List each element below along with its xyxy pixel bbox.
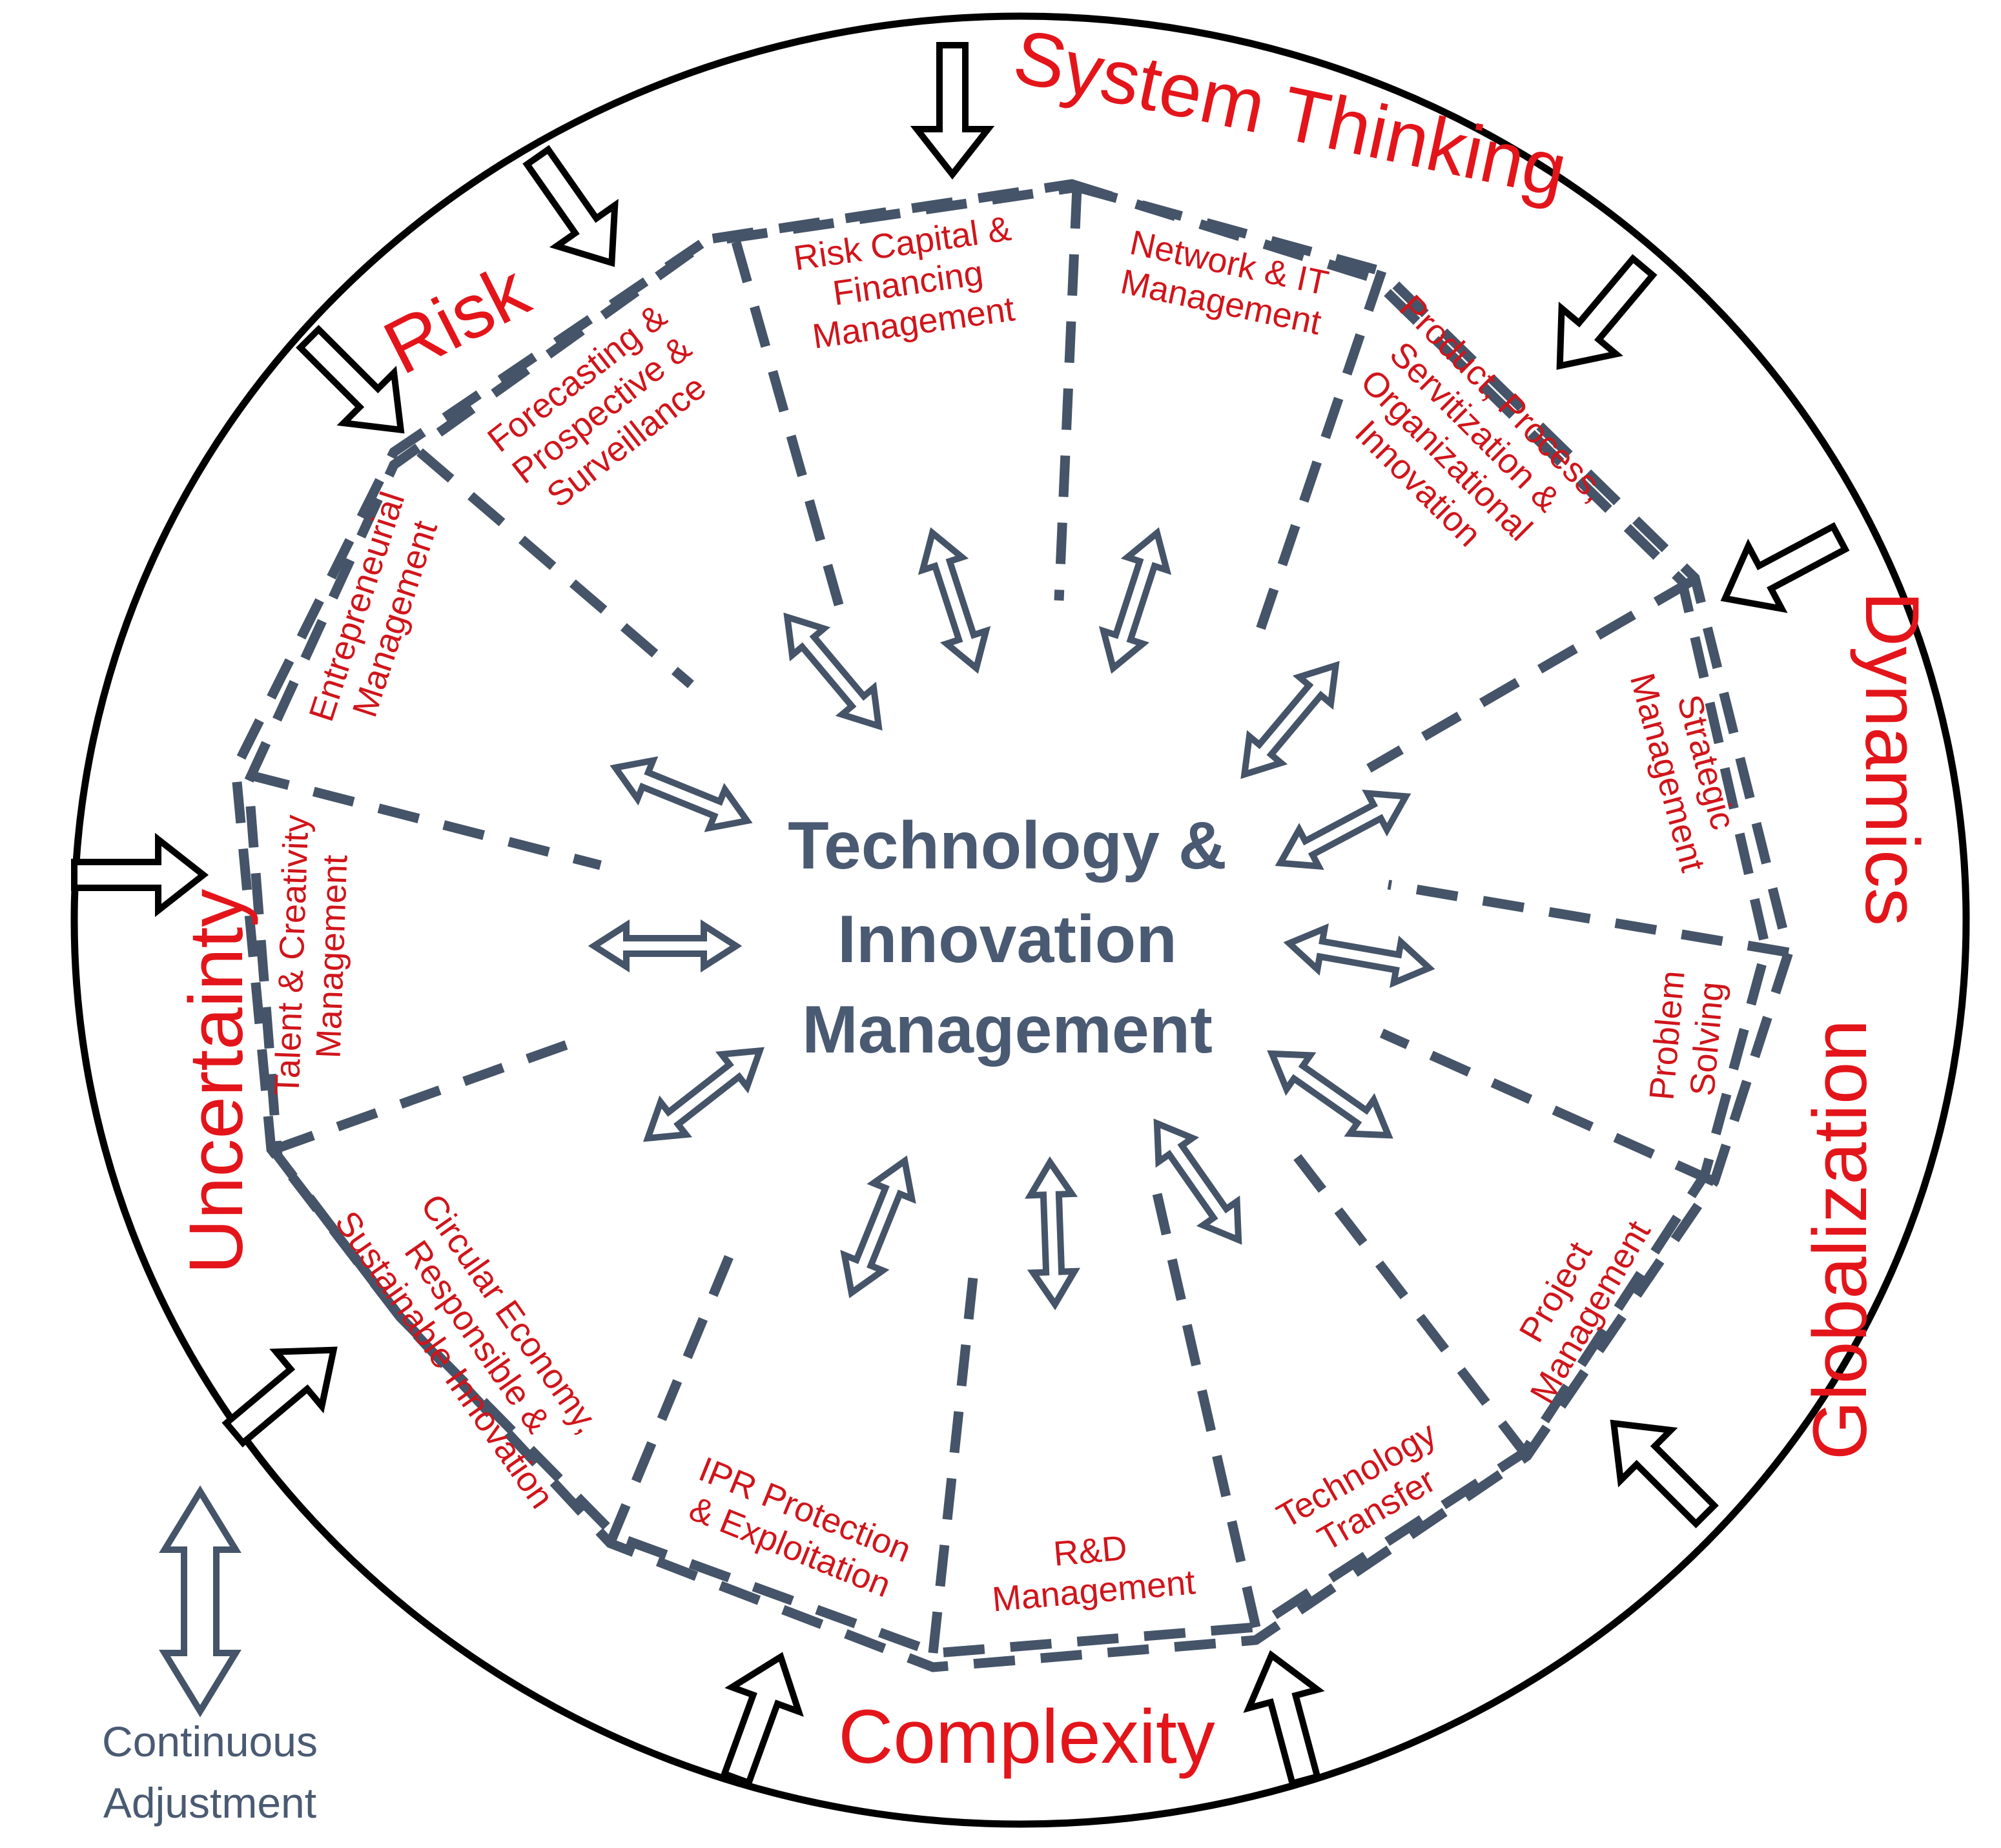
center-title: Technology & Innovation Management (788, 808, 1227, 1067)
segment-risk-capital: Risk Capital & Financing Management (791, 209, 1017, 356)
segment-problem-solving-line-2: Solving (1683, 980, 1731, 1098)
segment-tech-transfer: Technology Transfer (1271, 1414, 1443, 1559)
segment-entrepreneurial: Entrepreneurial Management (302, 488, 445, 726)
outer-forces: System Thinking Risk Dynamics Globalizat… (174, 14, 1934, 1780)
inner-dashed-boundary (231, 182, 1794, 1672)
segment-problem-solving: Problem Solving (1642, 969, 1731, 1102)
continuous-adjustment-line-2: Adjustment (103, 1779, 316, 1827)
force-globalization: Globalization (1798, 1020, 1883, 1460)
force-dynamics: Dynamics (1849, 591, 1934, 926)
segment-ipr: IPR Protection & Exploitation (684, 1450, 916, 1605)
force-system-thinking: System Thinking (1007, 14, 1574, 214)
continuous-adjustment-arrow (159, 1485, 241, 1718)
center-title-line-1: Technology & (788, 808, 1227, 883)
segment-circular: Circular Economy, Responsible & Sustaina… (327, 1187, 607, 1515)
force-uncertainty: Uncertainty (174, 889, 259, 1275)
segment-network-it: Network & IT Management (1117, 223, 1331, 343)
center-title-line-2: Innovation (837, 902, 1177, 977)
segment-rnd-line-2: Management (990, 1563, 1196, 1619)
outer-ellipse (70, 12, 1970, 1828)
inner-dashed-ring (243, 179, 1771, 1658)
force-complexity: Complexity (838, 1694, 1215, 1780)
segment-strategic: Strategic Management (1623, 669, 1743, 876)
segment-rnd: R&D Management (990, 1528, 1196, 1619)
segment-talent-line-2: Management (309, 854, 354, 1059)
segment-rnd-line-1: R&D (1052, 1528, 1129, 1574)
continuous-adjustment-label: Continuous Adjustment (102, 1718, 318, 1827)
radial-separators (247, 187, 1790, 1654)
segment-project: Project Management (1512, 1215, 1657, 1410)
continuous-adjustment-line-1: Continuous (102, 1718, 318, 1765)
center-title-line-3: Management (802, 992, 1213, 1067)
segment-talent: Talent & Creativity Management (267, 814, 354, 1096)
